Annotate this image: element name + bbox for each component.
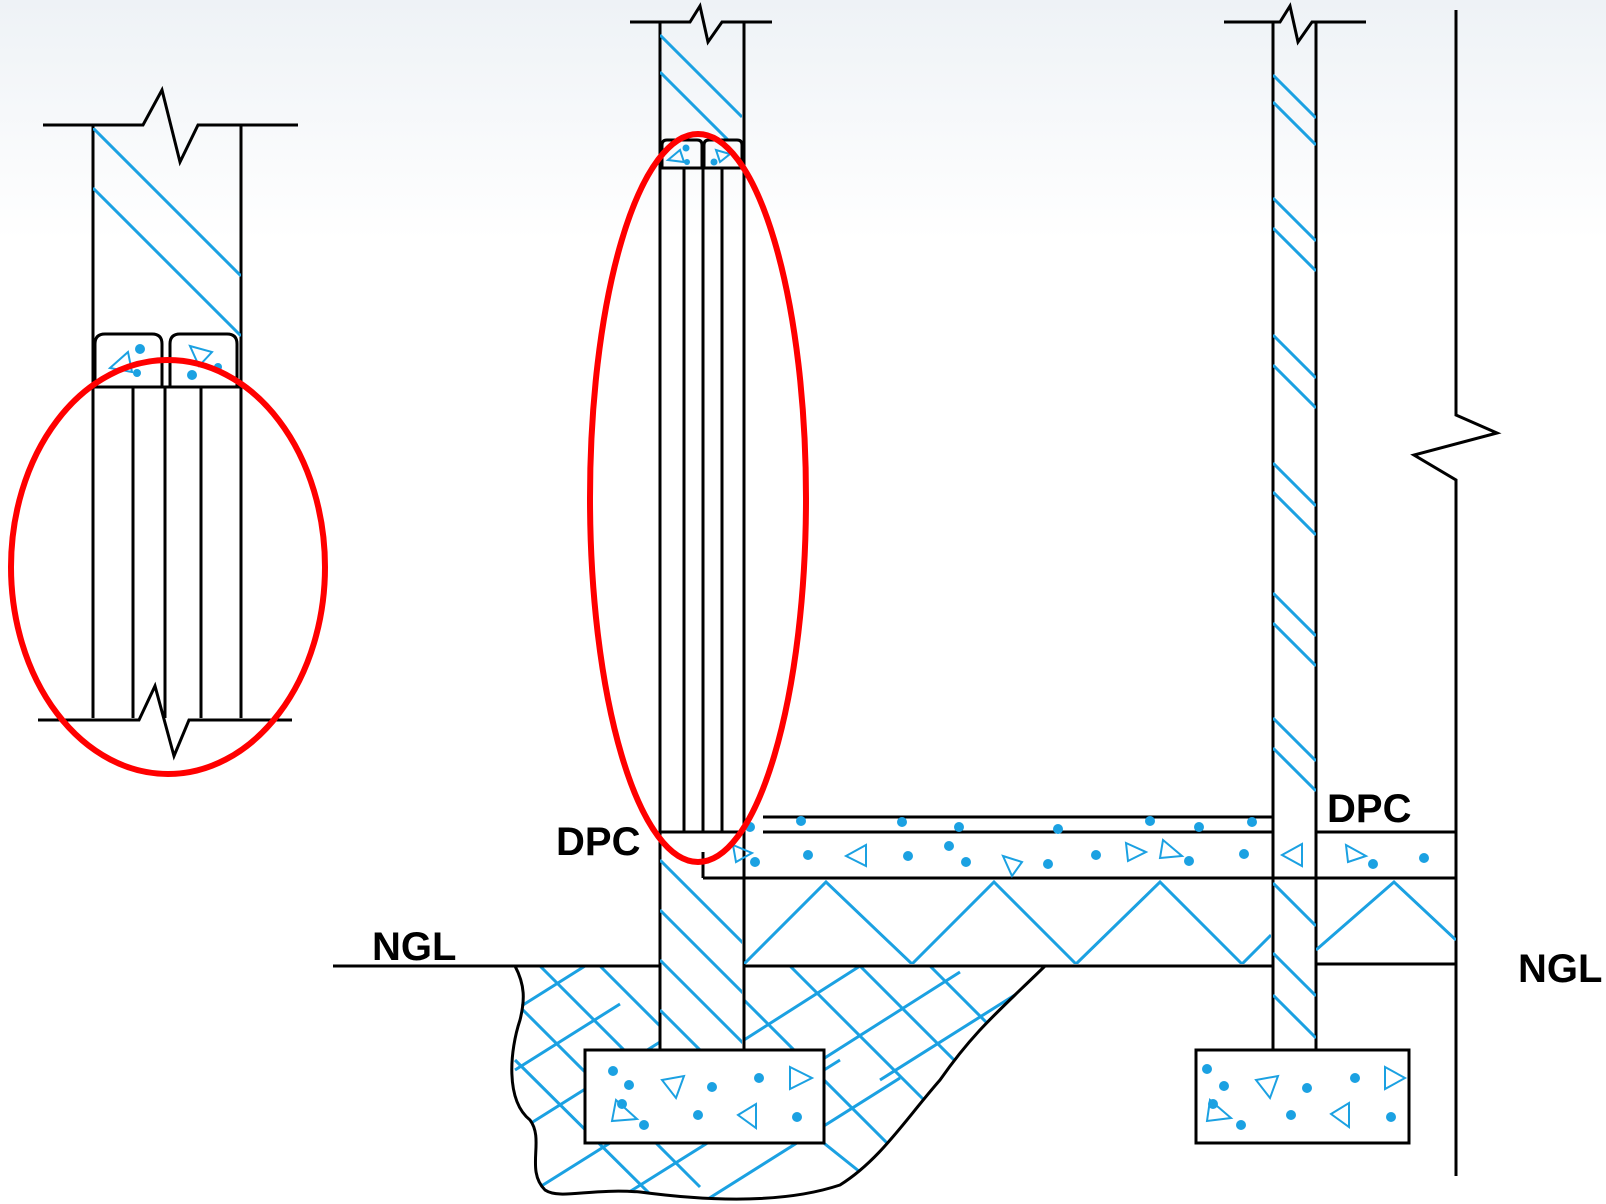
slab-aggregate bbox=[731, 816, 1429, 878]
left-wall-brick-hatch bbox=[660, 33, 742, 140]
ngl-label-right: NGL bbox=[1518, 947, 1602, 991]
main-section: DPC DPC NGL NGL bbox=[333, 2, 1602, 1201]
right-footing bbox=[1194, 1048, 1411, 1145]
right-wall-brick-hatch bbox=[1273, 73, 1316, 1040]
left-wall-joint-lines bbox=[660, 168, 744, 834]
dpc-label-right: DPC bbox=[1327, 787, 1411, 831]
left-wall bbox=[630, 2, 772, 1050]
detail-brick-hatch bbox=[93, 128, 241, 338]
ngl-label-left: NGL bbox=[372, 925, 456, 969]
detail-view bbox=[8, 85, 328, 777]
right-wall bbox=[1224, 2, 1366, 1050]
detail-highlight-circle bbox=[8, 357, 328, 777]
hardcore-fill bbox=[744, 879, 1456, 966]
floor-slab bbox=[703, 815, 1456, 880]
dpc-label-left: DPC bbox=[556, 820, 640, 864]
detail-joint-lines bbox=[131, 387, 203, 718]
left-footing bbox=[583, 1048, 826, 1145]
left-wall-foundation-hatch bbox=[660, 858, 742, 1050]
detail-wall-outline bbox=[38, 85, 298, 761]
main-highlight-ellipse bbox=[587, 131, 809, 865]
outer-break-line bbox=[1410, 10, 1502, 1176]
